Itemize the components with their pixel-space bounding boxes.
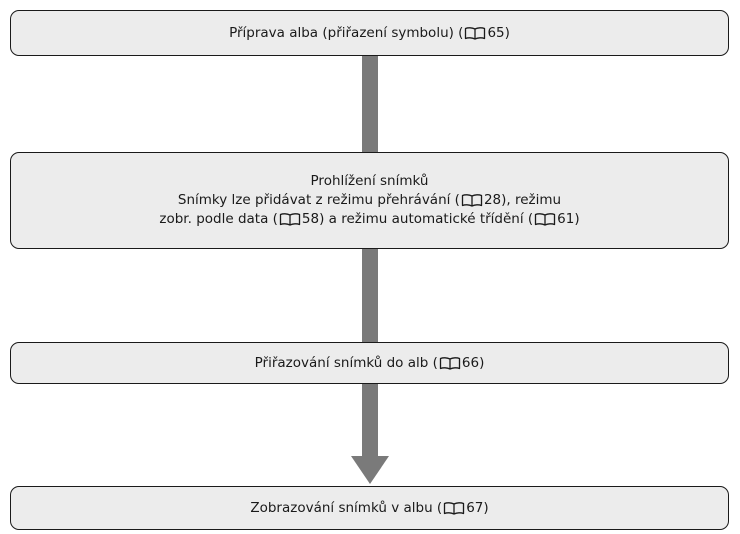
- step-2-line-3: zobr. podle data ( 58) a režimu automati…: [159, 210, 579, 229]
- step-2-line-1: Prohlížení snímků: [311, 172, 429, 191]
- step-box-1: Příprava alba (přiřazení symbolu) ( 65): [10, 10, 729, 56]
- step-1-line-1: Příprava alba (přiřazení symbolu) ( 65): [229, 24, 510, 43]
- step-2-heading: Prohlížení snímků: [310, 173, 429, 189]
- step-box-2: Prohlížení snímků Snímky lze přidávat z …: [10, 152, 729, 249]
- step-1-text-before: Příprava alba (přiřazení symbolu) (: [229, 24, 464, 41]
- step-2-line-3-end: 61): [557, 211, 580, 227]
- step-1-text-after: 65): [487, 24, 510, 41]
- connector-1-2: [362, 56, 378, 152]
- step-4-line-1: Zobrazování snímků v albu ( 67): [250, 499, 488, 518]
- step-box-3: Přiřazování snímků do alb ( 66): [10, 342, 729, 384]
- step-2-line-2-before: Snímky lze přidávat z režimu přehrávání …: [177, 192, 460, 208]
- step-3-text-after: 66): [461, 354, 485, 371]
- arrow-head-down: [351, 456, 389, 484]
- connector-3-4-shaft: [362, 383, 378, 457]
- connector-2-3: [362, 248, 378, 342]
- step-2-line-3-after: 58) a režimu automatické třídění (: [301, 211, 534, 227]
- step-2-line-2: Snímky lze přidávat z režimu přehrávání …: [178, 191, 561, 210]
- step-2-line-3-before: zobr. podle data (: [159, 211, 278, 227]
- book-icon: [444, 501, 465, 515]
- book-icon: [279, 213, 301, 226]
- book-icon: [439, 356, 461, 370]
- book-icon: [535, 213, 556, 226]
- step-2-line-2-after: 28), režimu: [483, 192, 562, 208]
- step-box-4: Zobrazování snímků v albu ( 67): [10, 486, 729, 530]
- step-3-line-1: Přiřazování snímků do alb ( 66): [255, 354, 485, 373]
- book-icon: [465, 26, 486, 40]
- step-4-text-before: Zobrazování snímků v albu (: [250, 499, 443, 516]
- step-3-text-before: Přiřazování snímků do alb (: [254, 354, 438, 371]
- step-4-text-after: 67): [466, 499, 489, 516]
- book-icon: [461, 194, 483, 207]
